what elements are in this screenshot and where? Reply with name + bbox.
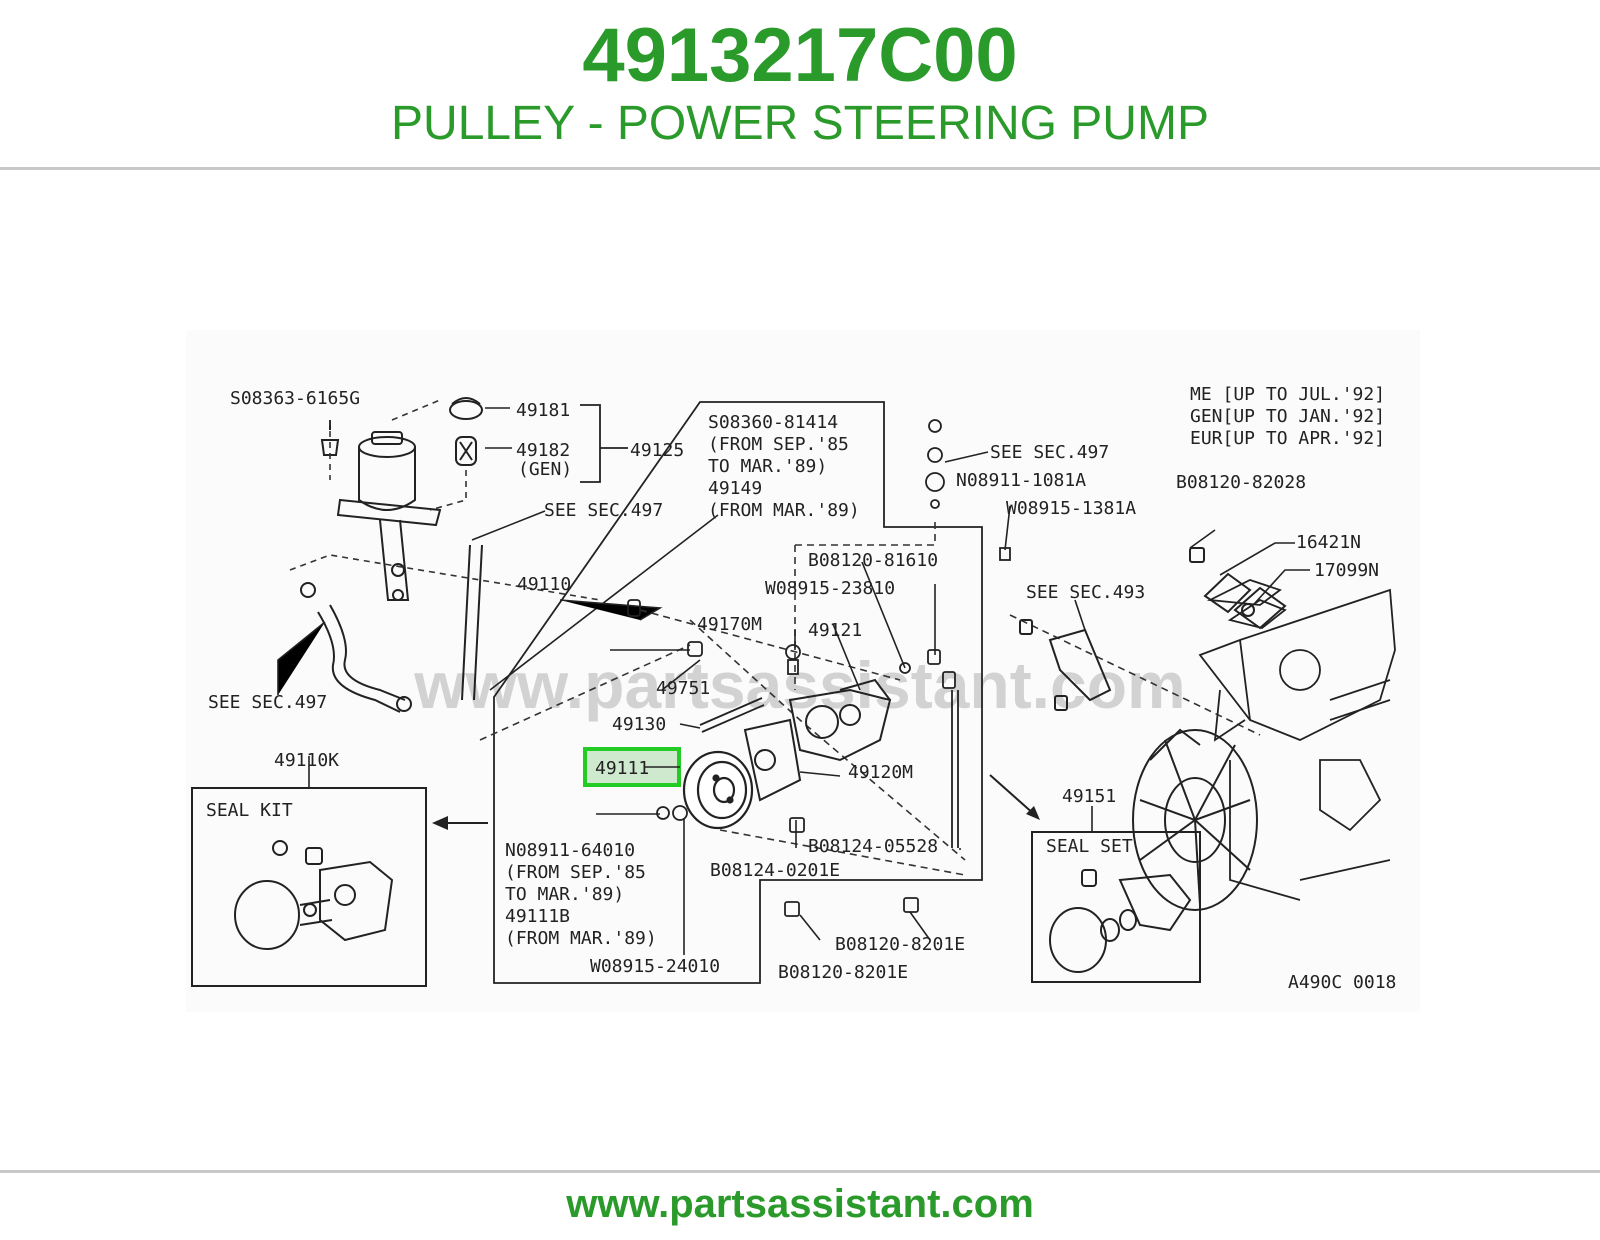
part-name-subtitle: PULLEY - POWER STEERING PUMP xyxy=(391,97,1209,150)
callout-s08363: S08363-6165G xyxy=(230,388,360,409)
callout-49149: 49149 xyxy=(708,478,762,499)
figure-code: A490C 0018 xyxy=(1288,972,1396,993)
callout-see497-c: SEE SEC.497 xyxy=(208,692,327,713)
page-header: 4913217C00 PULLEY - POWER STEERING PUMP xyxy=(0,0,1600,170)
callout-49111b: 49111B xyxy=(505,906,570,927)
reservoir-assembly xyxy=(320,420,442,601)
pulley-49111 xyxy=(682,750,754,830)
callout-49110k: 49110K xyxy=(274,750,339,771)
callout-w08915-1381a: W08915-1381A xyxy=(1006,498,1136,519)
callout-49751: 49751 xyxy=(656,678,710,699)
note-to-mar89-b: TO MAR.'89) xyxy=(505,884,624,905)
suction-hose xyxy=(300,544,483,713)
note-from-mar89-a: (FROM MAR.'89) xyxy=(708,500,860,521)
bracket-see493 xyxy=(1019,619,1112,711)
label-seal-kit: SEAL KIT xyxy=(206,800,293,821)
bracket-49125 xyxy=(580,404,601,483)
seal-kit-parts xyxy=(234,840,394,950)
cooling-fan xyxy=(1132,728,1258,911)
pump-body xyxy=(743,678,892,802)
callout-49110: 49110 xyxy=(517,574,571,595)
callout-49181: 49181 xyxy=(516,400,570,421)
footer-divider xyxy=(0,1170,1600,1173)
leader-49110 xyxy=(559,599,663,621)
note-from-sep85-b: (FROM SEP.'85 xyxy=(505,862,646,883)
callout-n08911-64010: N08911-64010 xyxy=(505,840,635,861)
callout-see497-b: SEE SEC.497 xyxy=(544,500,663,521)
note-from-sep85-a: (FROM SEP.'85 xyxy=(708,434,849,455)
callout-b08120-82028: B08120-82028 xyxy=(1176,472,1306,493)
reservoir-cap-49181 xyxy=(449,397,483,420)
footer-website-link[interactable]: www.partsassistant.com xyxy=(566,1182,1034,1226)
seal-set-parts xyxy=(1049,869,1192,973)
callout-49125: 49125 xyxy=(630,440,684,461)
header-divider xyxy=(0,167,1600,170)
note-to-mar89-a: TO MAR.'89) xyxy=(708,456,827,477)
engine-leaders xyxy=(1189,529,1310,604)
note-from-mar89-b: (FROM MAR.'89) xyxy=(505,928,657,949)
engine-block xyxy=(1198,579,1396,901)
leader-see497-b xyxy=(471,510,546,541)
callout-49182: 49182 xyxy=(516,440,570,461)
small-hardware xyxy=(627,419,1011,917)
callout-49120m: 49120M xyxy=(848,762,913,783)
callout-b08124-0201e: B08124-0201E xyxy=(710,860,840,881)
callout-17099n: 17099N xyxy=(1314,560,1379,581)
callout-16421n: 16421N xyxy=(1296,532,1361,553)
market-note-3: EUR[UP TO APR.'92] xyxy=(1190,428,1385,449)
callout-b08120-8201e-b: B08120-8201E xyxy=(778,962,908,983)
callout-49130: 49130 xyxy=(612,714,666,735)
callout-w08915-23810: W08915-23810 xyxy=(765,578,895,599)
callout-49170m: 49170M xyxy=(697,614,762,635)
market-note-1: ME [UP TO JUL.'92] xyxy=(1190,384,1385,405)
callout-gen: (GEN) xyxy=(518,459,572,480)
callout-n08911-1081a: N08911-1081A xyxy=(956,470,1086,491)
callout-b08124-05528: B08124-05528 xyxy=(808,836,938,857)
callout-see497-a: SEE SEC.497 xyxy=(990,442,1109,463)
callout-s08360: S08360-81414 xyxy=(708,412,838,433)
leader-49149 xyxy=(489,514,719,691)
callout-w08915-24010: W08915-24010 xyxy=(590,956,720,977)
part-number-title: 4913217C00 xyxy=(582,13,1018,98)
pump-group-enclosure xyxy=(493,401,983,984)
callout-49151: 49151 xyxy=(1062,786,1116,807)
pump-leaders xyxy=(596,451,1086,955)
callout-see493: SEE SEC.493 xyxy=(1026,582,1145,603)
reservoir-dashed-lines xyxy=(289,399,601,601)
leader-see497-c xyxy=(277,621,326,695)
label-seal-set: SEAL SET xyxy=(1046,836,1133,857)
arrow-head-seal-kit xyxy=(432,816,448,830)
strainer-49182 xyxy=(455,436,477,466)
callout-49121: 49121 xyxy=(808,620,862,641)
thermostat-parts xyxy=(1189,547,1287,630)
callout-b08120-8201e-a: B08120-8201E xyxy=(835,934,965,955)
seal-set-box xyxy=(1031,831,1201,983)
callout-b08120-81610: B08120-81610 xyxy=(808,550,938,571)
market-note-2: GEN[UP TO JAN.'92] xyxy=(1190,406,1385,427)
arrow-head-seal-set xyxy=(1026,806,1040,820)
arrow-to-seal-set xyxy=(989,774,1036,816)
callout-49111: 49111 xyxy=(595,758,649,779)
